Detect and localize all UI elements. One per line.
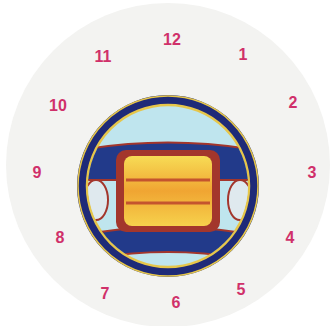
background-disc — [6, 3, 330, 326]
right-pad — [228, 180, 252, 220]
clock-number: 2 — [289, 95, 298, 111]
clock-number: 8 — [56, 230, 65, 246]
clock-number: 7 — [101, 286, 110, 302]
rim-inner-line — [87, 105, 249, 267]
clock-number: 1 — [239, 47, 248, 63]
airbag-seam — [126, 202, 210, 205]
clock-number: 10 — [49, 98, 67, 114]
hub-frame — [116, 150, 220, 232]
wheel-rim — [82, 100, 254, 272]
airbag — [124, 156, 212, 226]
airbag-seam — [126, 179, 210, 182]
left-pad — [84, 180, 108, 220]
clock-number: 4 — [286, 230, 295, 246]
clock-number: 12 — [163, 32, 181, 48]
clock-number: 6 — [172, 295, 181, 311]
rim-outer-line — [78, 96, 258, 276]
clock-number: 11 — [95, 49, 112, 65]
clock-number: 5 — [237, 282, 246, 298]
clock-number: 3 — [308, 165, 317, 181]
clock-number: 9 — [33, 165, 42, 181]
